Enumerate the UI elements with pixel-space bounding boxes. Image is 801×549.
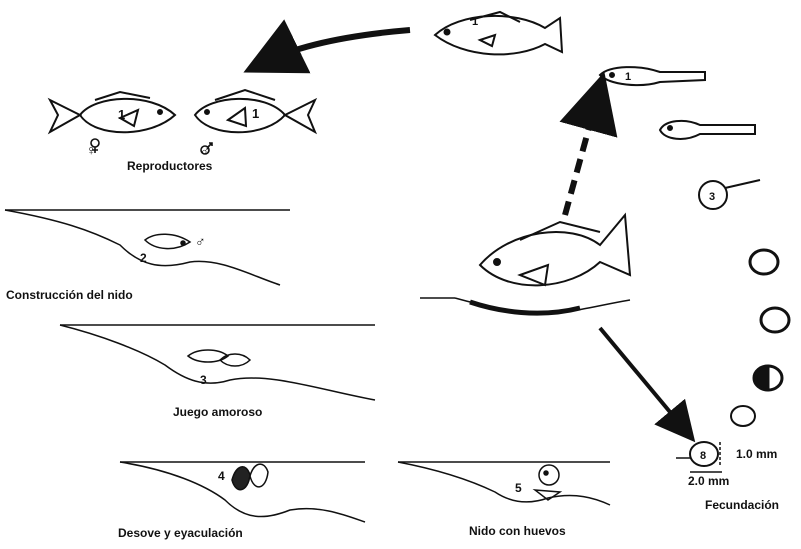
scene-nest-construction [5, 210, 290, 285]
label-fecundacion: Fecundación [705, 498, 779, 512]
egg-number-8: 8 [700, 450, 706, 462]
nest-ground [420, 298, 630, 313]
male-sign-nest: ♂ [195, 233, 206, 249]
male-sign: ♂ [200, 142, 211, 158]
larva-stage-1 [600, 67, 705, 85]
larva-number-1: 1 [625, 71, 631, 83]
female-sign: ♀ [86, 142, 97, 158]
scene-spawning [120, 462, 365, 522]
arrow-to-fertilization [600, 328, 685, 430]
label-desove-y-eyaculacion: Desove y eyaculación [118, 526, 243, 540]
label-dimension-2mm: 2.0 mm [688, 474, 729, 488]
central-guarding-fish [480, 215, 630, 285]
label-dimension-1mm: 1.0 mm [736, 447, 777, 461]
gender-decorations [91, 139, 212, 154]
scene-nest-with-eggs [398, 462, 610, 505]
egg-stages [690, 250, 789, 466]
scene-courtship [60, 325, 375, 400]
label-construccion-del-nido: Construcción del nido [6, 288, 133, 302]
larva-number-3: 3 [709, 191, 715, 203]
label-reproductores: Reproductores [127, 159, 212, 173]
step-5-number: 5 [515, 481, 522, 495]
larva-stage-2 [660, 121, 755, 139]
female-number: 1 [118, 107, 125, 122]
step-4-number: 4 [218, 469, 225, 483]
step-1-marker: 1 [472, 16, 478, 28]
label-nido-con-huevos: Nido con huevos [469, 524, 566, 538]
male-number: 1 [252, 106, 259, 121]
female-fish [50, 92, 175, 132]
arrow-to-reproducers [265, 30, 410, 62]
step-3-number: 3 [200, 373, 207, 387]
label-juego-amoroso: Juego amoroso [173, 405, 262, 419]
adult-fish-top [435, 12, 562, 54]
dashed-arrow-to-larva [565, 95, 598, 215]
step-2-number: 2 [140, 251, 147, 265]
